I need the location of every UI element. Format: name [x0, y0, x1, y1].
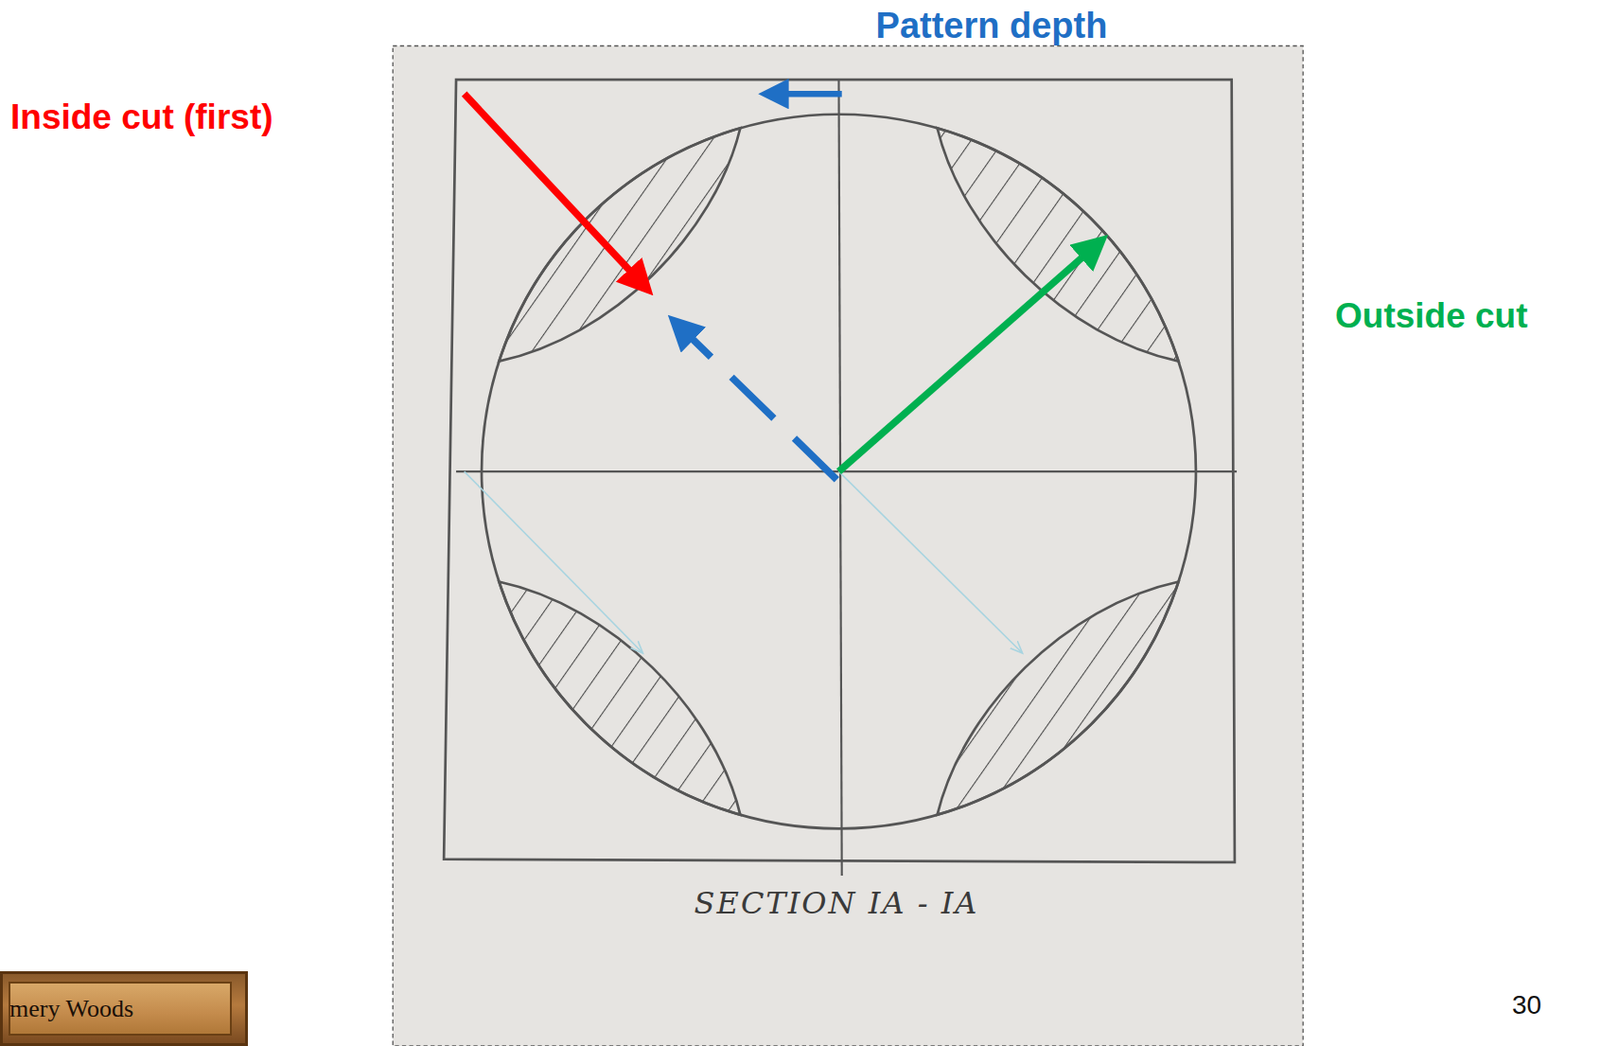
annotation-label: Outside cut [1335, 296, 1529, 337]
section-caption: SECTION IA - IA [694, 885, 980, 921]
annotation-label: Inside cut (first) [10, 97, 274, 139]
logo-text: mery Woods [9, 994, 134, 1023]
page-number: 30 [1512, 989, 1542, 1020]
annotation-label: Pattern depth [876, 5, 1108, 48]
